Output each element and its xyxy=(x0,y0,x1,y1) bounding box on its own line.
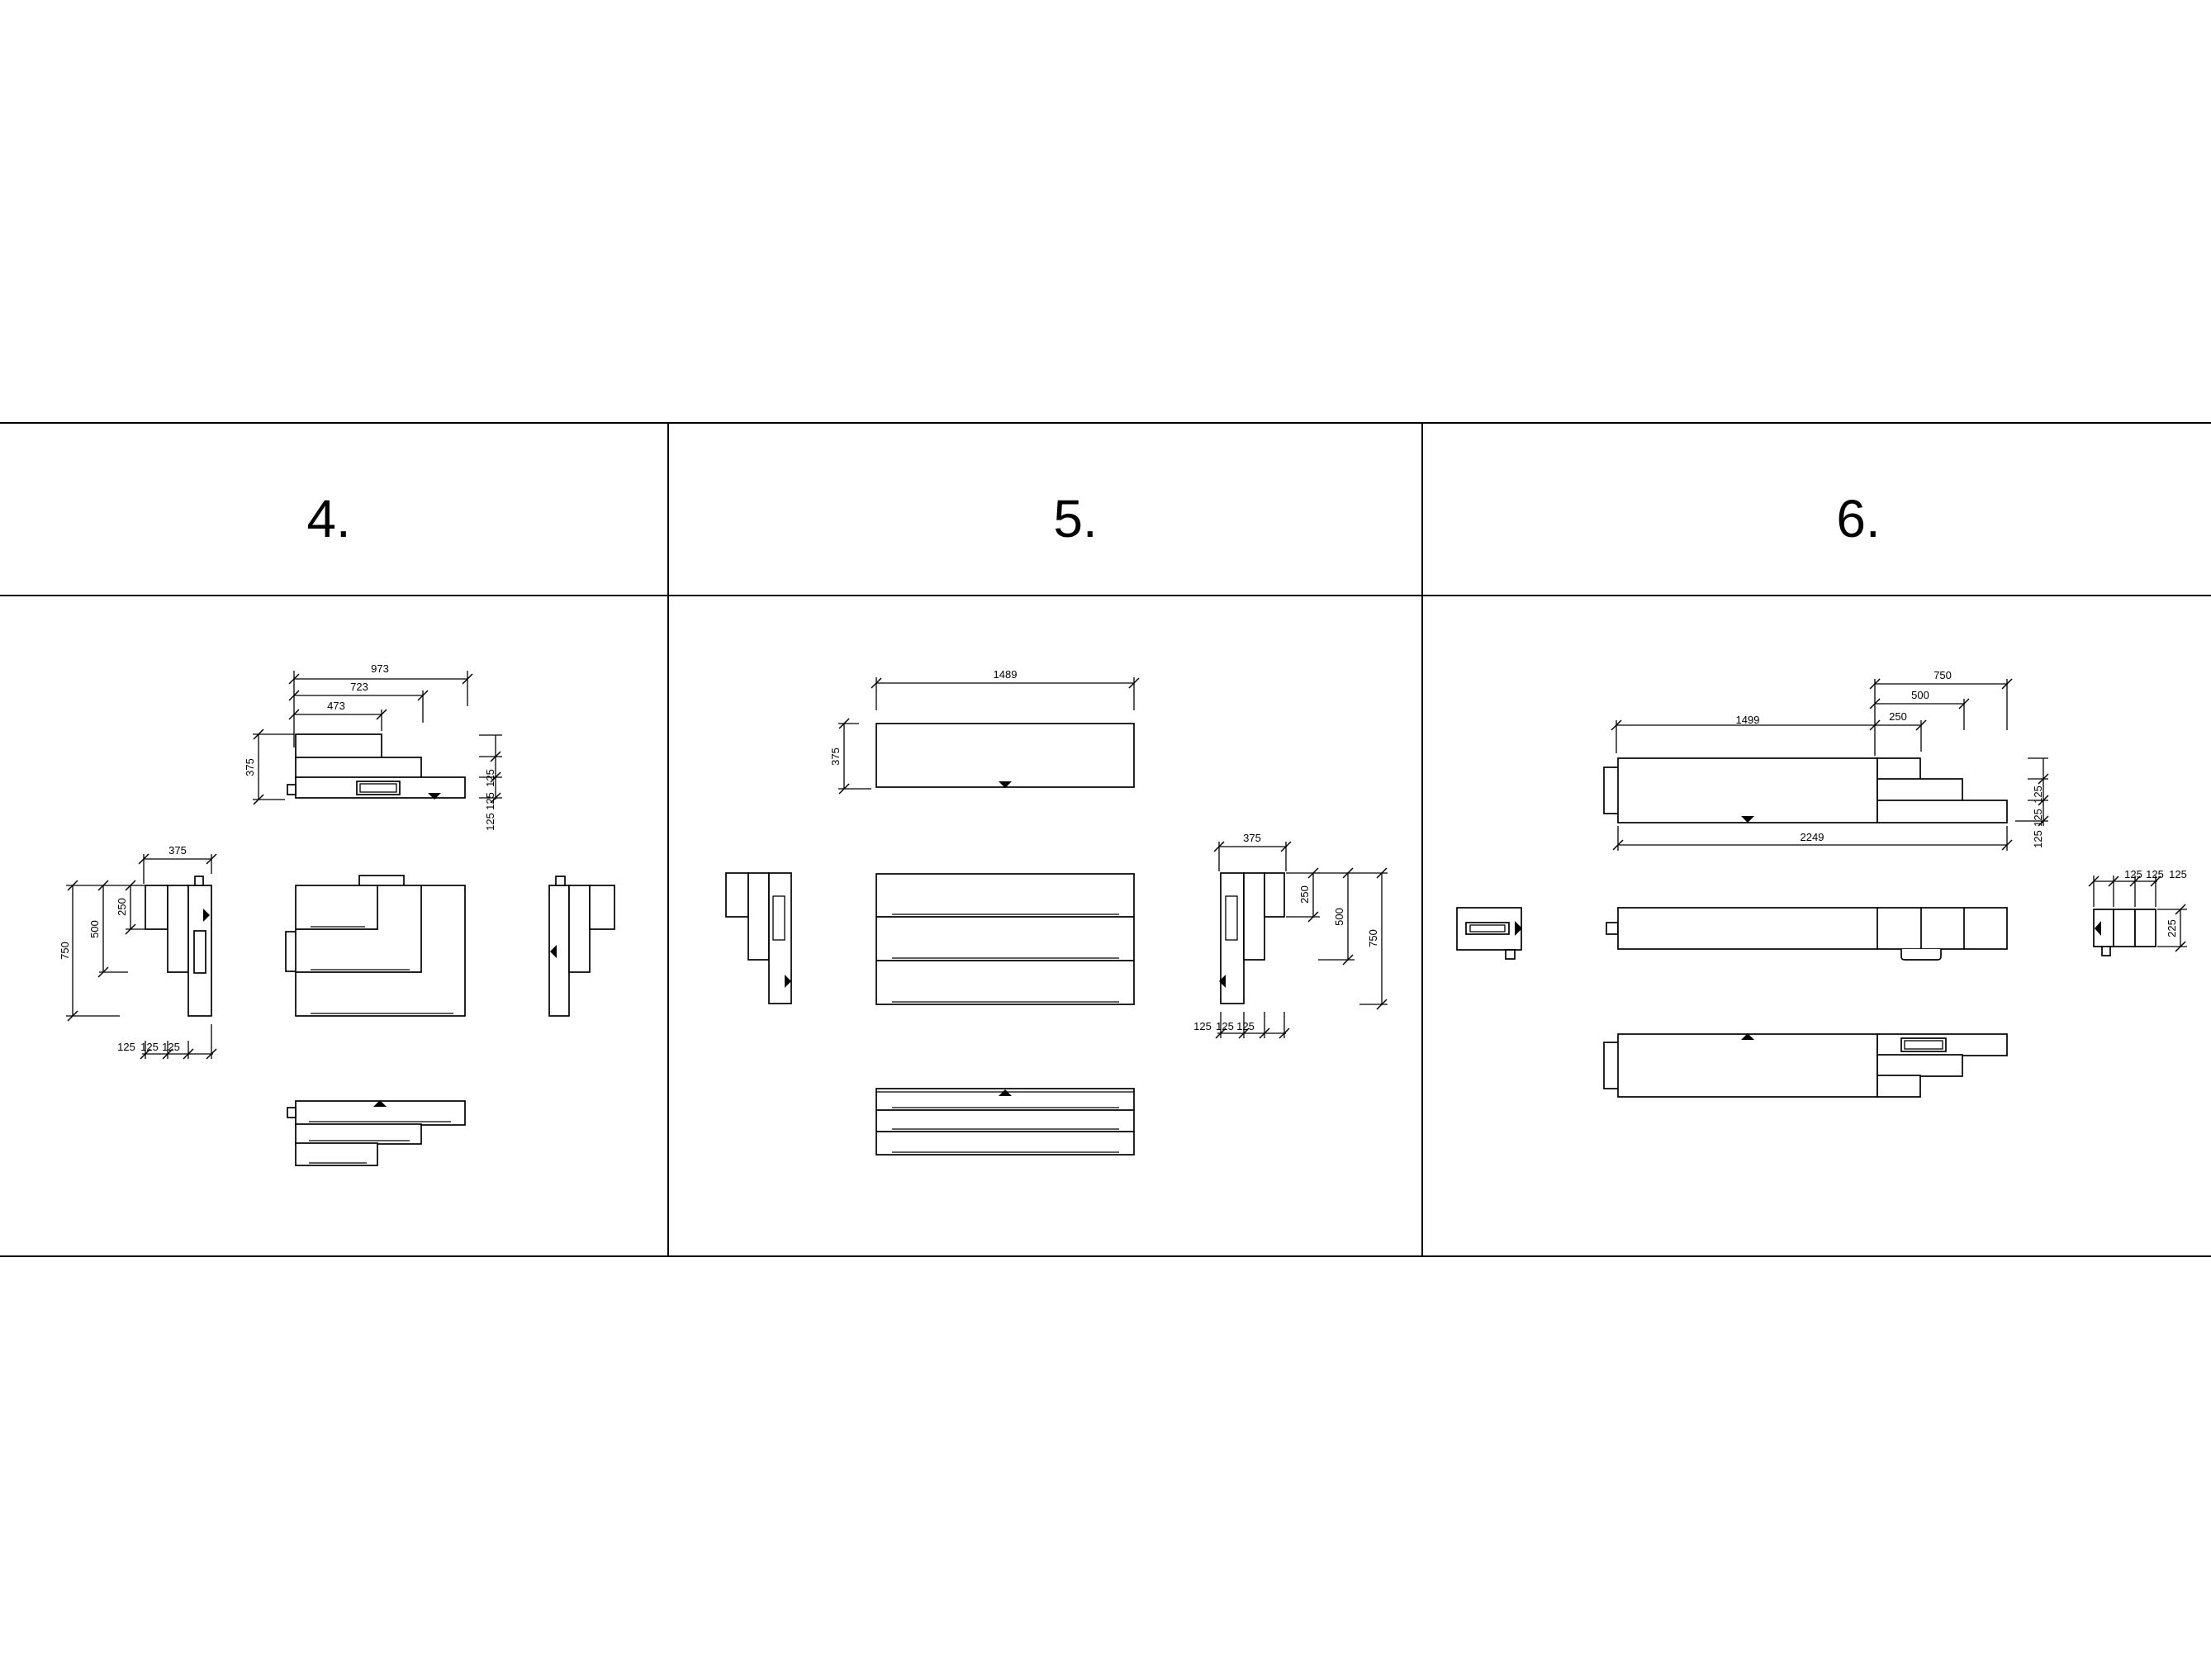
dim-p6-t1: 125 xyxy=(2124,868,2142,880)
panel-5-header: 5. xyxy=(1053,489,1097,548)
panel-5-bottom-view xyxy=(875,1088,1135,1156)
dim-250-p6: 250 xyxy=(1889,710,1907,723)
panel-6-top-view xyxy=(1603,757,2008,823)
dim-p5-b1: 125 xyxy=(1193,1020,1212,1032)
dim-b-125b: 125 xyxy=(140,1041,159,1053)
dim-250-left: 250 xyxy=(116,898,128,916)
panel-6-plan-view xyxy=(1606,907,2008,961)
panel-6-bottom-view xyxy=(1603,1033,2008,1098)
panel-6-right-view xyxy=(2093,909,2156,956)
panel-4-left-view xyxy=(145,876,212,1017)
dim-b-125a: 125 xyxy=(117,1041,135,1053)
dim-b-125c: 125 xyxy=(162,1041,180,1053)
panel-5-right-view xyxy=(1219,872,1285,1004)
dim-p6-r2: 125 xyxy=(2032,809,2044,827)
dim-723: 723 xyxy=(350,681,368,693)
dim-750-p5: 750 xyxy=(1367,929,1379,947)
dim-500-p6: 500 xyxy=(1911,689,1929,701)
dim-p6-r3: 125 xyxy=(2032,830,2044,848)
dim-500-left: 500 xyxy=(88,920,101,938)
dim-p6-t3: 125 xyxy=(2169,868,2187,880)
dim-p5-b3: 125 xyxy=(1236,1020,1255,1032)
panel-6-top-dimensions: 750 500 250 1499 2249 125 125 125 xyxy=(1611,669,2049,851)
dim-1499: 1499 xyxy=(1736,714,1760,726)
dim-473: 473 xyxy=(327,700,345,712)
panel-4-right-view xyxy=(548,876,615,1017)
panel-5-left-view xyxy=(725,872,792,1004)
dim-375-p5: 375 xyxy=(829,747,842,766)
dim-500-p5: 500 xyxy=(1333,908,1345,926)
panel-5-top-view xyxy=(875,723,1135,788)
dim-375-p5r: 375 xyxy=(1243,832,1261,844)
dim-250-p5: 250 xyxy=(1298,885,1311,904)
dim-1489: 1489 xyxy=(994,668,1018,681)
panel-6-left-view xyxy=(1456,907,1522,960)
dim-2249: 2249 xyxy=(1801,831,1824,843)
dim-r-125a: 125 xyxy=(484,769,496,787)
panel-4-header: 4. xyxy=(306,489,350,548)
dim-750-p6: 750 xyxy=(1933,669,1952,681)
dim-375: 375 xyxy=(244,758,256,776)
panel-5-plan-view xyxy=(875,873,1135,1005)
panel-4-drawing: 973 723 473 375 125 125 125 xyxy=(59,662,615,1166)
panel-4-top-dimensions: 973 723 473 375 125 125 125 xyxy=(244,662,502,831)
panel-6-right-dimensions: 125 125 125 225 xyxy=(2088,868,2187,952)
dim-750-left: 750 xyxy=(59,942,71,960)
panel-4-plan-view xyxy=(285,875,466,1017)
dim-973: 973 xyxy=(371,662,389,675)
panel-5-drawing: 1489 375 xyxy=(725,668,1388,1156)
panel-5-right-dimensions: 375 250 500 750 125 125 125 xyxy=(1193,832,1388,1039)
panel-6-drawing: 750 500 250 1499 2249 125 125 125 xyxy=(1456,669,2187,1098)
dim-r-125c: 125 xyxy=(484,813,496,831)
dim-p6-t2: 125 xyxy=(2146,868,2164,880)
dim-r-125b: 125 xyxy=(484,792,496,810)
panel-4-top-view xyxy=(287,733,466,800)
panel-4-left-dimensions: 375 750 500 250 125 125 125 xyxy=(59,844,217,1060)
dim-p5-b2: 125 xyxy=(1216,1020,1234,1032)
panel-4-bottom-view xyxy=(287,1100,466,1166)
panel-5-top-dimensions: 1489 375 xyxy=(829,668,1140,795)
dim-375-left: 375 xyxy=(168,844,187,857)
panel-6-header: 6. xyxy=(1836,489,1880,548)
dim-p6-r1: 125 xyxy=(2032,785,2044,804)
dim-225: 225 xyxy=(2166,919,2178,937)
sheet-frame xyxy=(0,422,2211,1257)
